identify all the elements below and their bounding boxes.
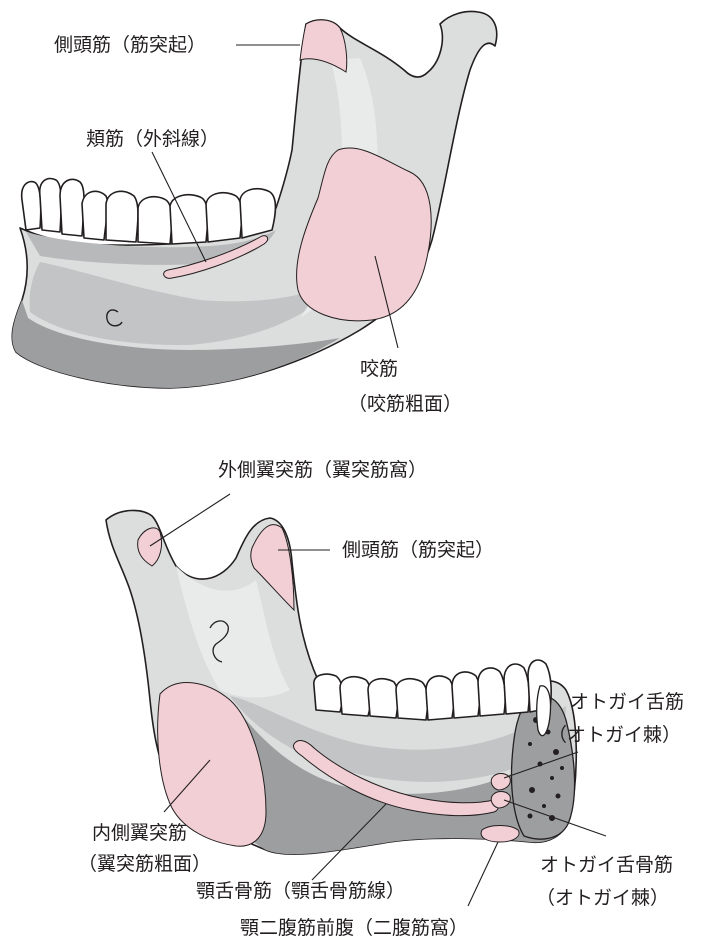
label-genioglossus-2: （オトガイ棘）	[548, 724, 681, 746]
label-medial-pterygoid-2: （翼突筋粗面）	[78, 853, 211, 875]
leader-digastric	[468, 842, 498, 906]
lower-teeth-lateral	[22, 179, 276, 244]
label-temporalis-lower: 側頭筋（筋突起）	[342, 539, 494, 561]
label-mylohyoid: 顎舌骨筋（顎舌骨筋線）	[196, 880, 405, 902]
label-buccinator: 頬筋（外斜線）	[86, 128, 219, 150]
label-genioglossus-1: オトガイ舌筋	[570, 691, 684, 713]
label-digastric: 顎二腹筋前腹（二腹筋窩）	[240, 917, 468, 939]
label-medial-pterygoid-1: 内側翼突筋	[92, 822, 187, 844]
digastric-fossa-attachment	[481, 826, 519, 843]
mandible-lateral-view-icon	[12, 12, 496, 389]
label-masseter-2: （咬筋粗面）	[348, 393, 462, 415]
label-geniohyoid-1: オトガイ舌骨筋	[540, 854, 673, 876]
label-geniohyoid-2: （オトガイ棘）	[536, 887, 669, 909]
label-lateral-pterygoid: 外側翼突筋（翼突筋窩）	[218, 459, 427, 481]
leader-lateral-pterygoid	[150, 494, 230, 546]
label-masseter-1: 咬筋	[360, 358, 398, 380]
label-temporalis-upper: 側頭筋（筋突起）	[54, 34, 206, 56]
lower-teeth-medial	[314, 660, 551, 720]
